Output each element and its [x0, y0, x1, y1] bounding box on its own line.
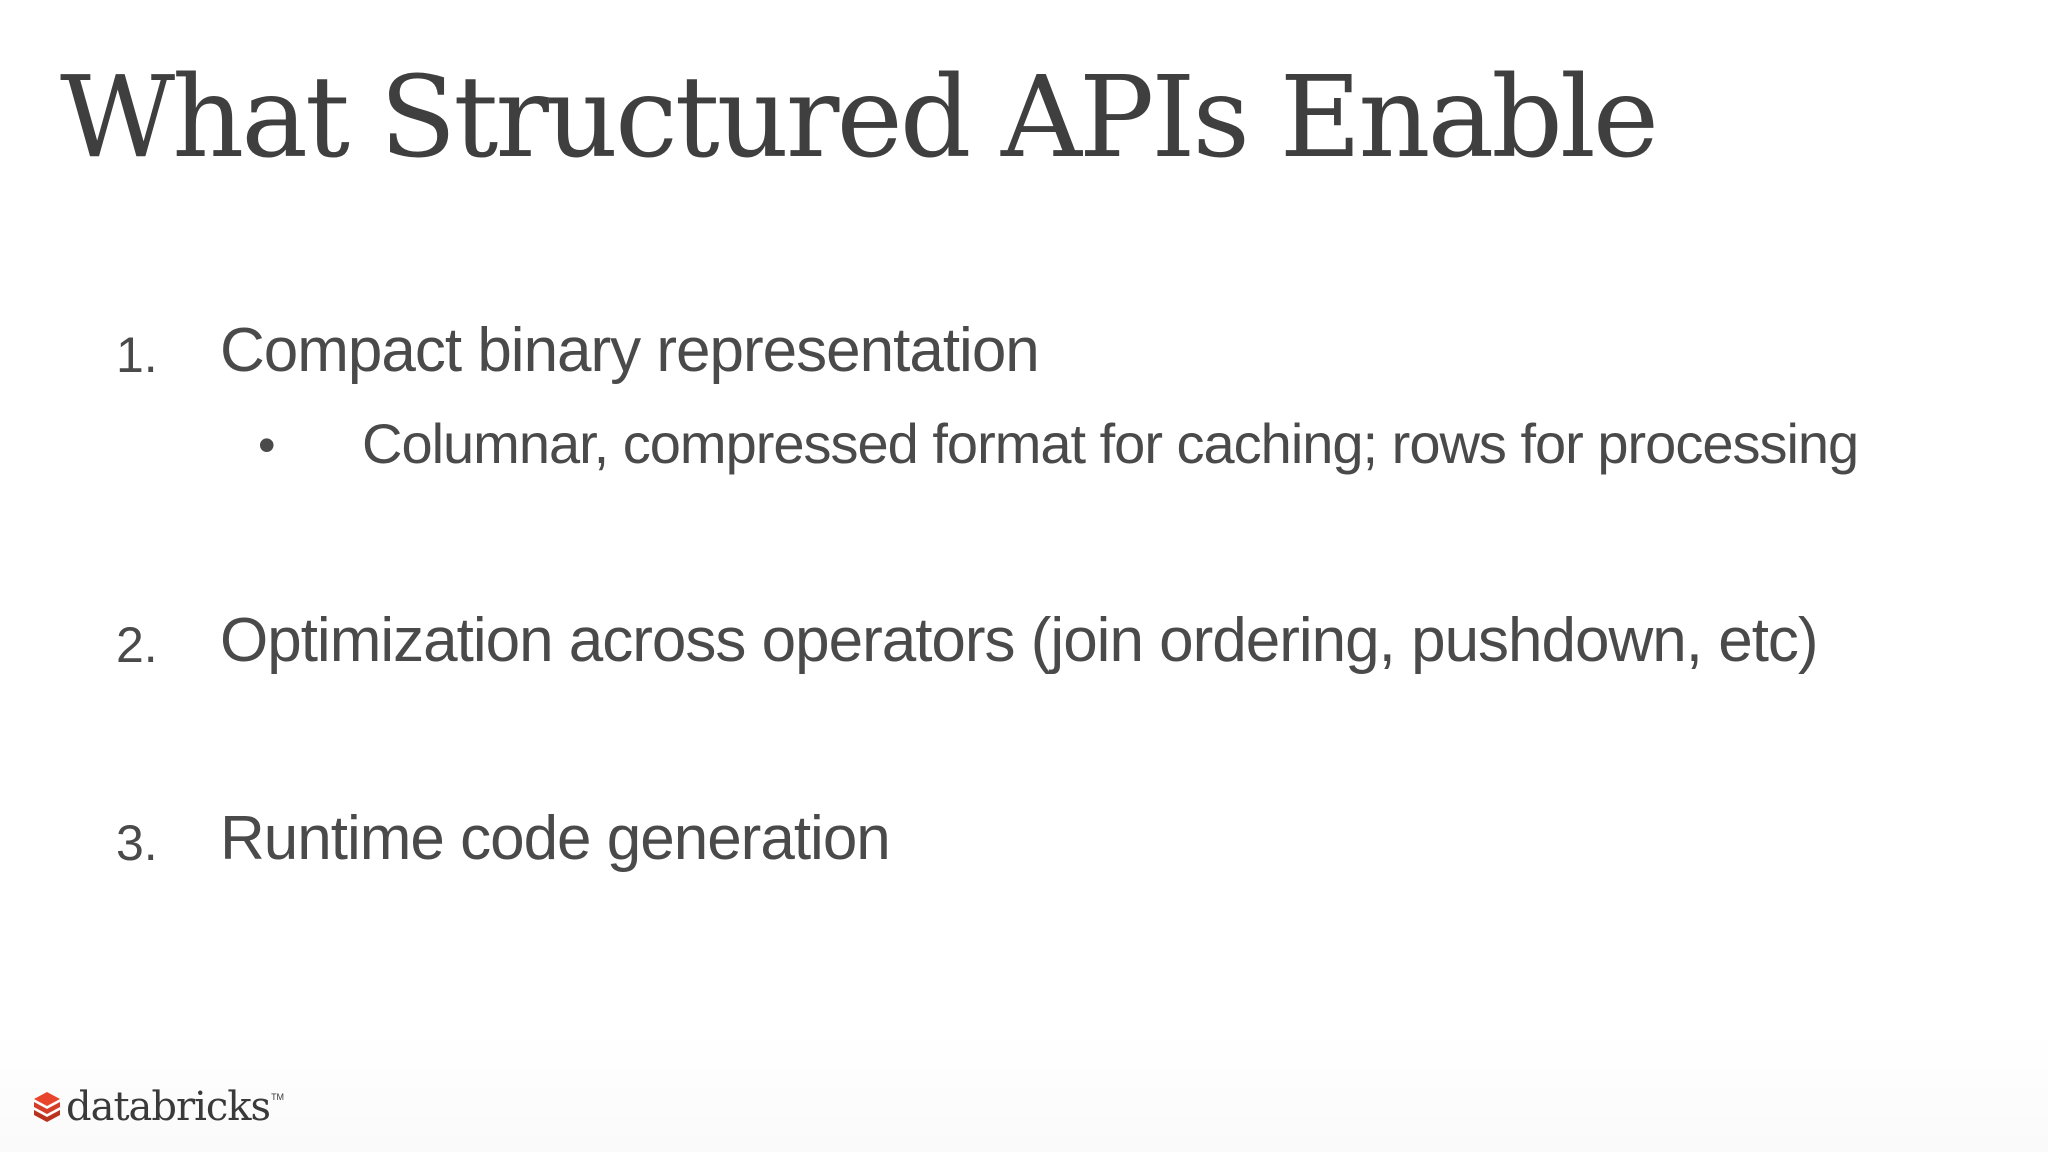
- sub-list-item-text: Columnar, compressed format for caching;…: [362, 412, 1859, 475]
- list-item-number: 2.: [116, 617, 158, 673]
- trademark-mark: TM: [271, 1092, 285, 1102]
- list-item-text: Optimization across operators (join orde…: [220, 606, 1819, 675]
- list-item-number: 1.: [116, 327, 158, 383]
- list-item-number: 3.: [116, 815, 158, 871]
- list-item-text: Compact binary representation: [220, 316, 1040, 385]
- footer-band: [0, 1030, 2048, 1152]
- bullet-icon: •: [258, 417, 276, 473]
- logo-wordmark: databricks: [66, 1084, 271, 1130]
- databricks-layers-icon: [34, 1092, 60, 1122]
- slide-title: What Structured APIs Enable: [60, 53, 1659, 183]
- databricks-logo: databricks TM: [32, 1086, 284, 1128]
- list-item-text: Runtime code generation: [220, 804, 891, 873]
